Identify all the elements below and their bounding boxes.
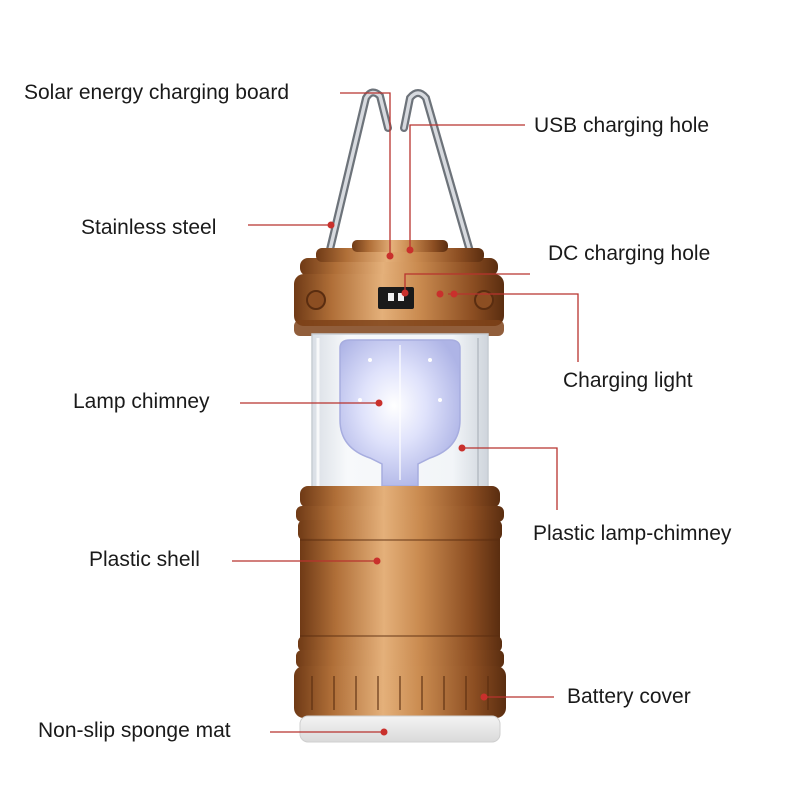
dot-stainless-steel: [327, 221, 335, 229]
dot-charging-light-1: [436, 290, 444, 298]
label-plastic-shell: Plastic shell: [89, 548, 200, 571]
dot-charging-light-2: [450, 290, 458, 298]
label-charging-light: Charging light: [563, 369, 693, 392]
dot-solar-board: [386, 252, 394, 260]
battery-cover: [294, 666, 506, 718]
dot-sponge-mat: [380, 728, 388, 736]
leader-plastic-lamp-chimney: [462, 447, 558, 510]
label-lamp-chimney: Lamp chimney: [73, 390, 210, 413]
leader-dc-hole: [404, 273, 530, 292]
label-plastic-lamp-chimney: Plastic lamp-chimney: [533, 522, 732, 545]
label-stainless-steel: Stainless steel: [81, 216, 217, 239]
label-battery-cover: Battery cover: [567, 685, 691, 708]
lamp-chimney-led: [339, 339, 461, 487]
dot-plastic-shell: [373, 557, 381, 565]
dot-dc-hole: [401, 289, 409, 297]
leader-usb-hole: [409, 124, 525, 248]
label-solar-board: Solar energy charging board: [24, 81, 290, 104]
dot-usb-hole: [406, 246, 414, 254]
plastic-shell: [296, 486, 504, 668]
dc-charging-port: [378, 287, 414, 309]
non-slip-sponge-mat: [299, 715, 501, 743]
dot-battery-cover: [480, 693, 488, 701]
dot-plastic-lamp-chimney: [458, 444, 466, 452]
dot-lamp-chimney: [375, 399, 383, 407]
leader-solar-board: [340, 92, 391, 255]
label-sponge-mat: Non-slip sponge mat: [38, 719, 231, 742]
label-dc-hole: DC charging hole: [548, 242, 711, 265]
label-usb-hole: USB charging hole: [534, 114, 710, 137]
leader-charging-light: [448, 293, 579, 362]
